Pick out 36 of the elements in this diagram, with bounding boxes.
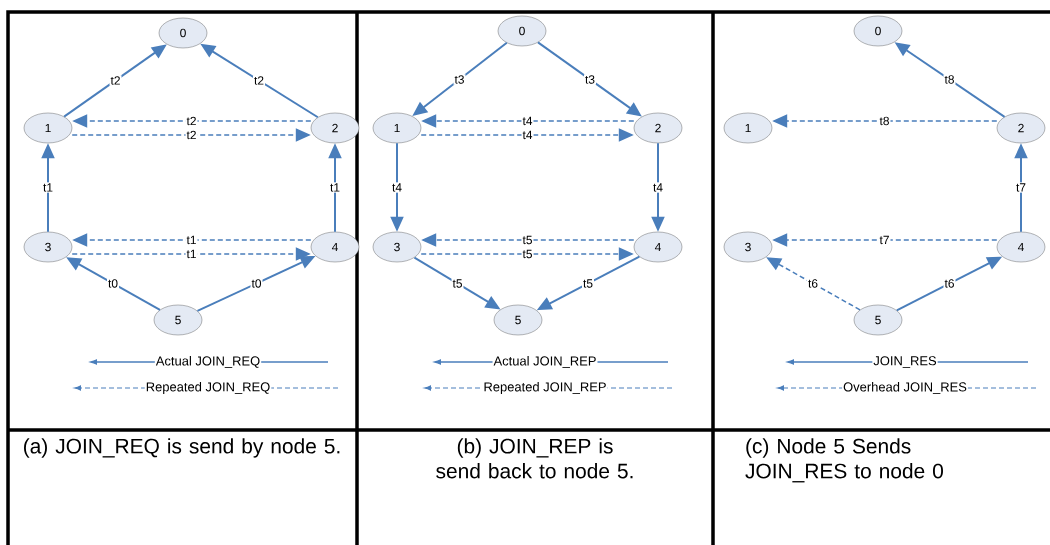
legend-text: Overhead JOIN_RES bbox=[842, 381, 968, 395]
edge-label: t1 bbox=[185, 248, 198, 260]
edge-label: t2 bbox=[109, 75, 122, 86]
caption: (a) JOIN_REQ is send by node 5. bbox=[24, 438, 340, 458]
edge-label: t0 bbox=[250, 278, 263, 289]
edge-label: t2 bbox=[185, 115, 198, 127]
edge-label: t8 bbox=[943, 74, 956, 85]
edge-label: t1 bbox=[42, 182, 54, 193]
arrow bbox=[766, 257, 861, 311]
edge-label: t0 bbox=[107, 278, 119, 289]
edge-label: t4 bbox=[391, 182, 403, 193]
legend-text: Repeated JOIN_REP bbox=[482, 380, 608, 396]
edge-label: t1 bbox=[185, 234, 198, 246]
legend-text: Repeated JOIN_REQ bbox=[144, 380, 272, 396]
edge-label: t2 bbox=[185, 129, 198, 141]
legend-text: Actual JOIN_REQ bbox=[154, 355, 262, 369]
edge-label: t6 bbox=[943, 278, 956, 289]
edge-label: t4 bbox=[652, 182, 664, 193]
edge-label: t7 bbox=[1015, 182, 1027, 193]
edge-label: t1 bbox=[329, 182, 341, 193]
edge-label: t5 bbox=[521, 248, 534, 260]
edge-label: t7 bbox=[878, 234, 891, 246]
edge-label: t3 bbox=[584, 74, 596, 85]
caption: (c) Node 5 Sends JOIN_RES to node 0 bbox=[745, 438, 943, 483]
edge-label: t5 bbox=[582, 278, 594, 289]
edge-label: t2 bbox=[253, 75, 265, 86]
edge-label: t4 bbox=[521, 115, 534, 127]
edge-label: t5 bbox=[521, 234, 534, 246]
legend-text: JOIN_RES bbox=[872, 355, 938, 369]
edge-label: t4 bbox=[521, 129, 534, 141]
edge-label: t3 bbox=[453, 74, 466, 85]
edge-label: t8 bbox=[878, 115, 891, 127]
edge-label: t5 bbox=[451, 278, 464, 289]
edge-label: t6 bbox=[807, 278, 819, 289]
caption: (b) JOIN_REP is send back to node 5. bbox=[436, 438, 633, 479]
legend-text: Actual JOIN_REP bbox=[492, 355, 598, 369]
